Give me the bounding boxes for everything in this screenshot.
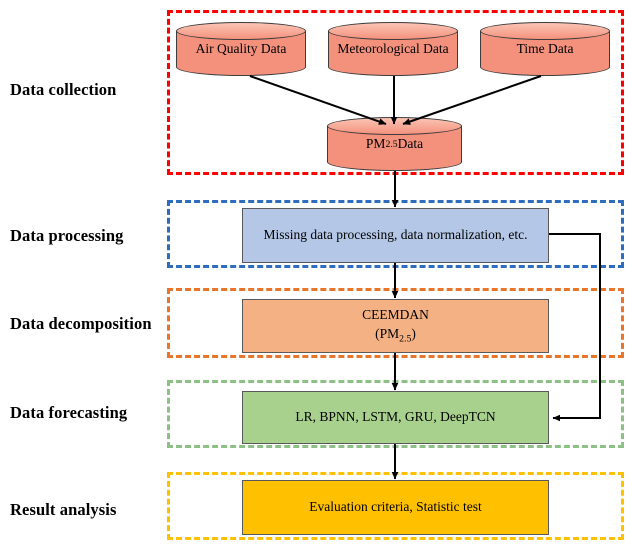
decomposition-line-1: CEEMDAN bbox=[362, 307, 429, 323]
process-box-label-data-processing: Missing data processing, data normalizat… bbox=[263, 227, 528, 243]
stage-label-data-forecasting: Data forecasting bbox=[10, 403, 128, 422]
process-box-result-analysis: Evaluation criteria, Statistic test bbox=[242, 480, 549, 535]
process-box-data-processing: Missing data processing, data normalizat… bbox=[242, 208, 549, 263]
process-box-label-forecasting: LR, BPNN, LSTM, GRU, DeepTCN bbox=[295, 409, 496, 425]
cylinder-label-time-data: Time Data bbox=[516, 41, 574, 56]
process-box-forecasting: LR, BPNN, LSTM, GRU, DeepTCN bbox=[242, 391, 549, 444]
stage-label-data-decomposition: Data decomposition bbox=[10, 314, 152, 333]
process-box-decomposition: CEEMDAN (PM2.5) bbox=[242, 299, 549, 353]
stage-label-data-processing: Data processing bbox=[10, 226, 124, 245]
process-box-label-decomposition: CEEMDAN (PM2.5) bbox=[243, 306, 548, 345]
cylinder-top-ellipse bbox=[328, 22, 458, 40]
decomposition-line-2: (PM2.5) bbox=[375, 325, 416, 345]
stage-label-result-analysis: Result analysis bbox=[10, 500, 117, 519]
cylinder-air-quality-data: Air Quality Data bbox=[176, 22, 306, 76]
cylinder-time-data: Time Data bbox=[480, 22, 610, 76]
cylinder-label-meteorological-data: Meteorological Data bbox=[337, 41, 449, 56]
stage-label-data-collection: Data collection bbox=[10, 80, 117, 99]
cylinder-top-ellipse bbox=[480, 22, 610, 40]
cylinder-top-ellipse bbox=[176, 22, 306, 40]
cylinder-meteorological-data: Meteorological Data bbox=[328, 22, 458, 76]
process-box-label-result-analysis: Evaluation criteria, Statistic test bbox=[309, 499, 482, 515]
cylinder-label-air-quality-data: Air Quality Data bbox=[195, 41, 287, 56]
